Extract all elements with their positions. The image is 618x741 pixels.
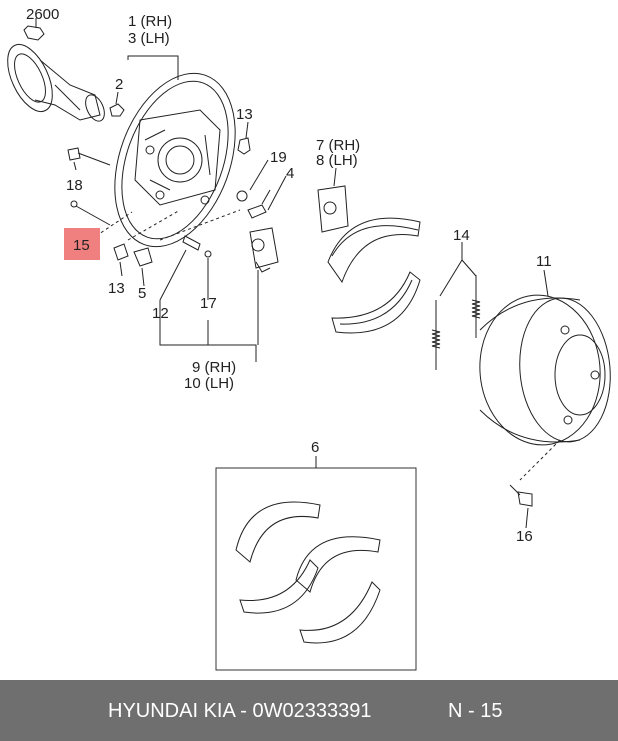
label-2600: 2600 xyxy=(26,6,59,23)
label-19: 19 xyxy=(270,149,287,166)
label-15: 15 xyxy=(73,237,90,254)
label-1: 1 (RH) xyxy=(128,13,172,30)
label-11: 11 xyxy=(536,253,552,270)
label-16: 16 xyxy=(516,528,533,545)
leader-lines xyxy=(35,18,549,529)
kit-box-part-6 xyxy=(215,467,417,671)
label-12: 12 xyxy=(152,305,169,322)
label-5: 5 xyxy=(138,285,146,302)
footer-page-number: N - 15 xyxy=(448,700,503,722)
label-14: 14 xyxy=(453,227,470,244)
bolt-part-19 xyxy=(236,189,271,219)
brake-shoe-upper xyxy=(327,217,421,284)
brake-shoe-lower xyxy=(331,271,421,334)
footer-bar: HYUNDAI KIA - 0W02333391 N - 15 xyxy=(0,680,618,741)
screw-part-18 xyxy=(67,147,111,166)
label-2: 2 xyxy=(115,76,123,93)
label-13-upper: 13 xyxy=(236,106,253,123)
bleeder-part-12 xyxy=(182,235,201,251)
springs-part-14 xyxy=(431,275,481,370)
label-9: 9 (RH) xyxy=(192,359,236,376)
plate-part-5 xyxy=(133,247,153,267)
label-3: 3 (LH) xyxy=(128,30,170,47)
hub-spindle xyxy=(7,25,105,122)
label-10: 10 (LH) xyxy=(184,375,234,392)
label-18: 18 xyxy=(66,177,83,194)
label-13-lower: 13 xyxy=(108,280,125,297)
label-17: 17 xyxy=(200,295,217,312)
backing-plate xyxy=(114,72,236,248)
bolt-part-16 xyxy=(509,484,533,507)
clip-part-2 xyxy=(109,103,125,117)
footer-part-number: HYUNDAI KIA - 0W02333391 xyxy=(108,700,372,722)
screw-part-15 xyxy=(70,200,111,226)
label-4: 4 xyxy=(286,165,294,182)
wheel-cylinder-9-10 xyxy=(249,227,279,273)
label-7: 7 (RH) xyxy=(316,137,360,154)
cap-part-17 xyxy=(204,250,212,258)
nut-part-13-lower xyxy=(113,243,129,261)
brake-drum-part-11 xyxy=(479,294,611,446)
highlight-part-15 xyxy=(64,228,100,260)
label-6: 6 xyxy=(311,439,319,456)
label-8: 8 (LH) xyxy=(316,152,358,169)
parts-diagram: 2600 1 (RH) 3 (LH) 2 13 19 4 18 15 13 5 … xyxy=(7,6,611,671)
nut-part-13-upper xyxy=(237,137,251,155)
adjuster-part-7-8 xyxy=(317,185,349,233)
dashed-guide-lines xyxy=(95,209,561,481)
